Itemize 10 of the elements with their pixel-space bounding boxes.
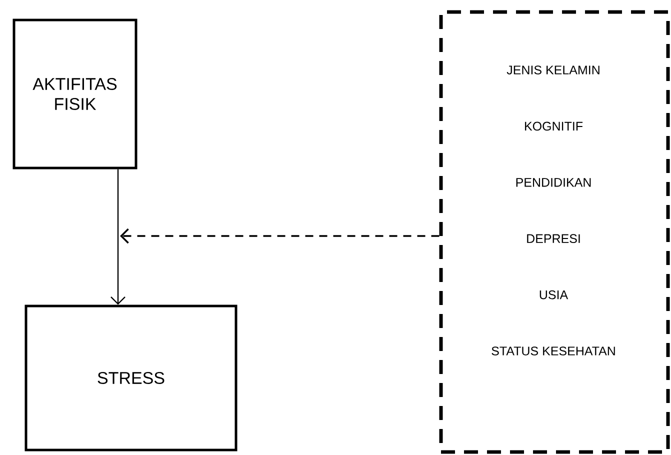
process-box: STRESS (24, 304, 238, 452)
factor-label: KOGNITIF (525, 122, 583, 131)
factor-label: PENDIDIKAN (516, 178, 591, 187)
factor-label: STATUS KESEHATAN (492, 346, 615, 356)
factor-label: DEPRESI (527, 234, 580, 244)
arrow (110, 169, 126, 305)
factor-label: USIA (540, 290, 568, 300)
factor-label: JENIS KELAMIN (506, 66, 600, 74)
process-box: AKTIFITAS FISIK (12, 18, 138, 170)
arrow (120, 228, 440, 244)
